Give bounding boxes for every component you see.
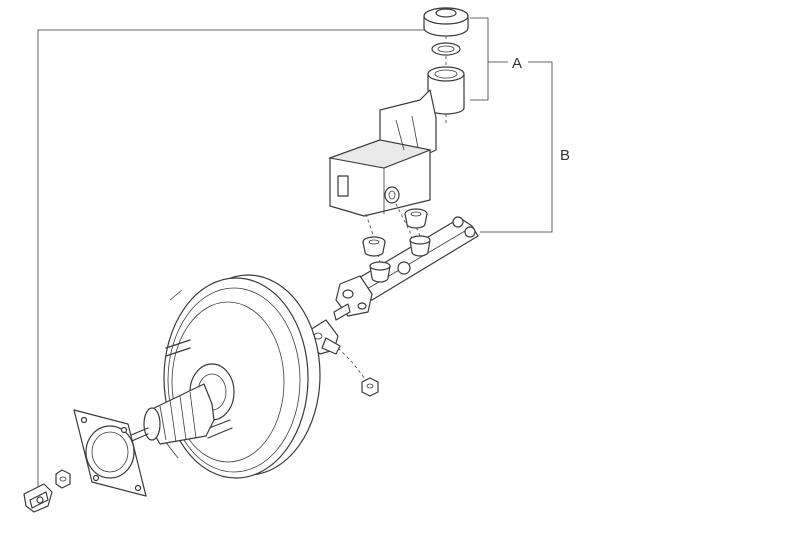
reservoir-grommet-rear [404,208,428,229]
brake-fluid-reservoir [327,89,437,217]
mounting-nut [361,377,379,397]
pushrod-clevis [23,483,53,513]
master-cylinder [333,216,479,321]
leader-lines [37,17,553,490]
cap-seal [431,42,461,56]
booster-gasket [73,409,147,497]
vacuum-brake-booster [163,274,321,479]
reservoir-grommet-front [362,236,386,257]
reservoir-cap [423,7,469,37]
callout-label-b: B [560,147,570,164]
pushrod-boot [143,383,215,445]
callout-label-a: A [512,55,522,72]
clevis-lock-nut [55,469,71,489]
